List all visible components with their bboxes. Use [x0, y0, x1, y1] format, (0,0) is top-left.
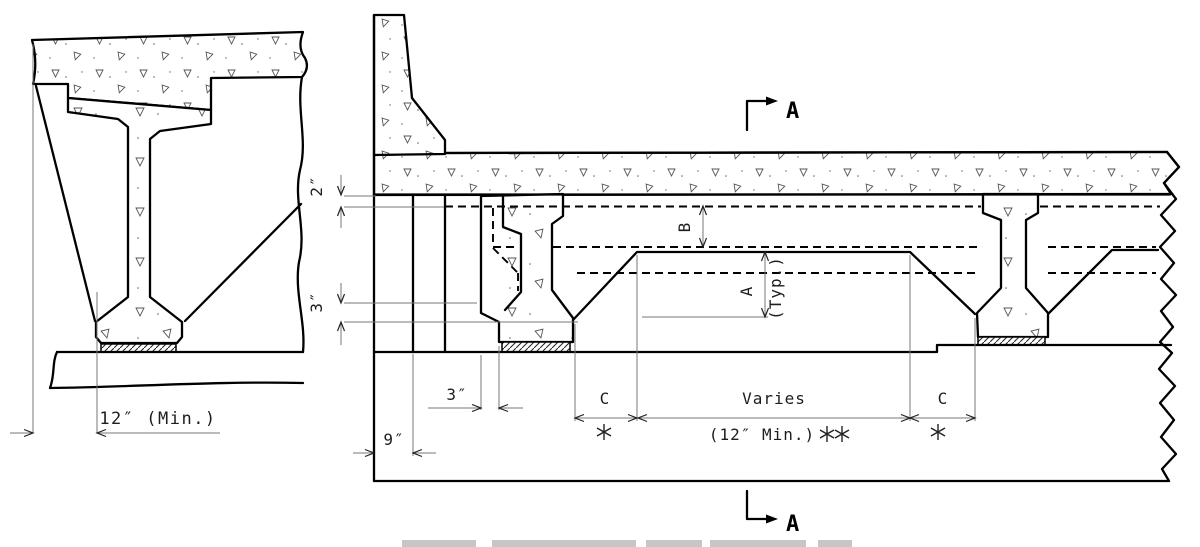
dimension-C-right: C: [908, 318, 977, 440]
berm-line-span2: [1046, 248, 1160, 316]
bearing-seat-line: [372, 343, 1173, 354]
girder-cross-section-view: 12″ (Min.): [10, 30, 309, 438]
section-arrow-icon: [766, 514, 778, 524]
break-line-jagged: [1157, 150, 1181, 483]
bearing-pad-girder1: [501, 341, 571, 353]
slope-line-right: [183, 202, 303, 323]
asterisk-note-double: [819, 426, 850, 442]
asterisk-note-single-right: [930, 424, 946, 440]
dimension-3in-vertical: 3″: [307, 283, 578, 345]
bearing-pad-girder2: [977, 336, 1046, 346]
deck-top-line: [443, 150, 1169, 155]
girder-1-flange-web-lines: [501, 193, 523, 312]
dimension-A-typ: A (Typ.): [642, 250, 785, 320]
dimension-B: B: [675, 204, 708, 249]
longitudinal-section-view: 2″ 3″ B A (Typ.) 3″: [307, 13, 1181, 537]
dim-varies-label: Varies: [742, 389, 806, 408]
break-line-right: [296, 75, 305, 354]
berm-line-span1: [571, 250, 977, 322]
hidden-lines: [445, 205, 1160, 291]
section-arrow-icon: [766, 96, 778, 106]
deck-slab: [30, 30, 309, 112]
dim-3in-vertical-label: 3″: [307, 291, 326, 312]
dim-3in-horizontal-label: 3″: [446, 385, 467, 404]
girder-1: [479, 192, 575, 344]
dimension-2in: 2″: [307, 175, 444, 228]
dim-12in-min-label: 12″ (Min.): [99, 409, 216, 429]
section-marker-bottom: A: [745, 489, 799, 537]
dim-2in-label: 2″: [307, 175, 326, 196]
dim-12in-min-note: (12″ Min.): [709, 425, 815, 444]
dim-9in-label: 9″: [383, 430, 404, 449]
dim-B-label: B: [675, 222, 694, 233]
section-letter-top: A: [786, 99, 799, 124]
dimension-varies: Varies (12″ Min.): [636, 255, 912, 444]
dimension-12in-min: 12″ (Min.): [10, 44, 220, 438]
deck-slab: [372, 150, 1181, 197]
dim-C-right-label: C: [938, 389, 949, 408]
cropped-caption-remnant: [402, 540, 852, 547]
dim-A-typ-label: (Typ.): [766, 256, 785, 320]
section-letter-bottom: A: [786, 512, 799, 537]
slope-line-left: [34, 84, 97, 323]
dim-A-label: A: [737, 286, 756, 297]
dimension-3in-horizontal: 3″: [428, 346, 523, 413]
asterisk-note-single-left: [596, 424, 612, 440]
bearing-pad: [100, 343, 177, 353]
dimension-9in: 9″: [353, 354, 436, 458]
dim-C-left-label: C: [600, 389, 611, 408]
dimension-C-left: C: [573, 255, 639, 440]
bearing-seat: [48, 350, 305, 390]
girder-i-beam: [66, 96, 213, 345]
section-marker-top: A: [745, 96, 799, 132]
end-parapet: [372, 13, 447, 157]
girder-2: [975, 192, 1050, 339]
